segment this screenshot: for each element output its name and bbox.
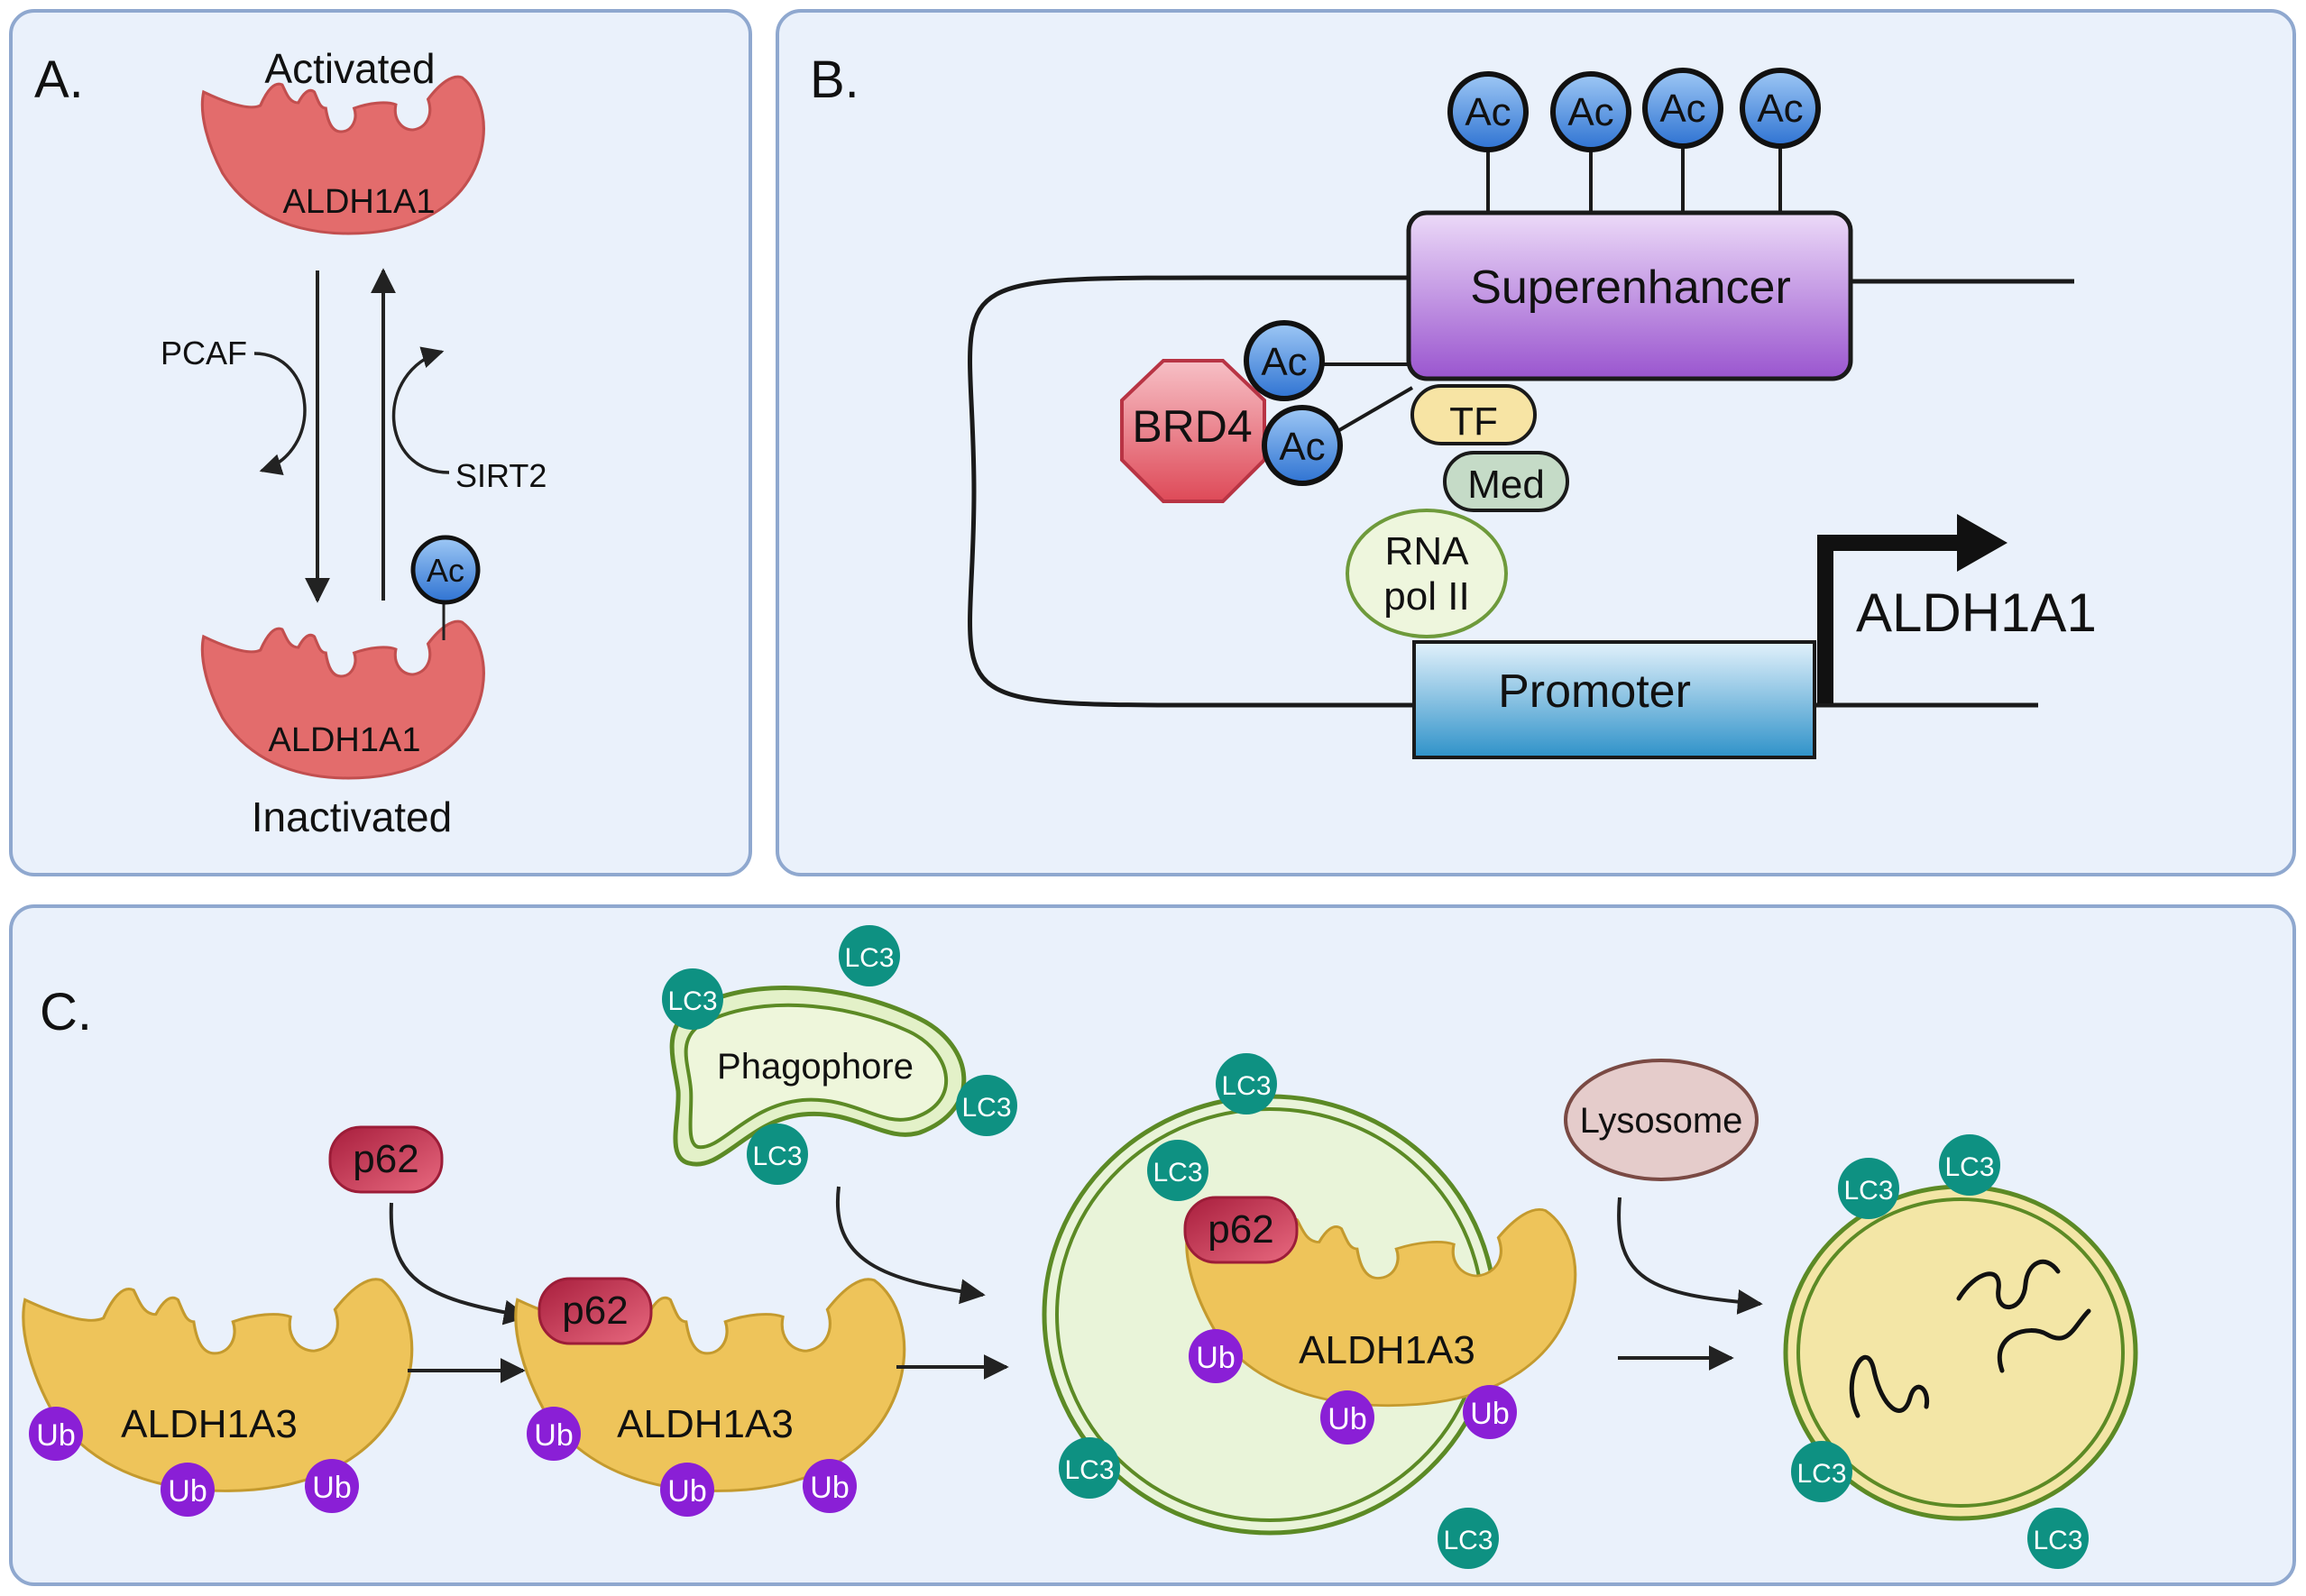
p62-bound — [537, 1277, 653, 1345]
lc3-l3: LC3 — [1796, 1459, 1846, 1489]
rna-pol-ii-label-2: pol II — [1383, 574, 1469, 619]
ub-3b: Ub — [1328, 1402, 1366, 1436]
lc3-l4: LC3 — [2033, 1526, 2082, 1555]
ac-mark-brd4-1-label: Ac — [1261, 340, 1307, 384]
lc3-p1: LC3 — [667, 986, 717, 1016]
panel-b-letter: B. — [810, 50, 859, 109]
lc3-a1: LC3 — [1221, 1071, 1271, 1101]
lysosome — [1564, 1059, 1759, 1181]
ac-mark-brd4-1 — [1244, 320, 1325, 401]
sirt2-curve-arrow — [391, 346, 450, 474]
p62-free-label: p62 — [353, 1137, 418, 1181]
degraded-fragments — [1849, 1259, 2091, 1418]
panel-b — [776, 9, 2296, 876]
dna-loop — [968, 275, 1412, 708]
ac-mark-se-2-label: Ac — [1567, 90, 1613, 134]
brd4-label: BRD4 — [1132, 401, 1252, 452]
aldh1a3-label-1: ALDH1A3 — [121, 1402, 298, 1446]
rna-pol-ii — [1346, 509, 1508, 638]
activated-label: Activated — [264, 45, 435, 92]
ac-mark-se-4 — [1740, 68, 1821, 149]
aldh1a1-activated-label: ALDH1A1 — [283, 183, 436, 221]
tss-arrow — [1817, 535, 1962, 703]
lc3-p3: LC3 — [961, 1093, 1011, 1123]
ac-mark-se-2 — [1550, 71, 1631, 152]
ac-mark-a-label: Ac — [427, 552, 464, 589]
phagophore-label: Phagophore — [717, 1047, 914, 1087]
phagophore-inner — [684, 1003, 949, 1150]
rna-pol-ii-label-1: RNA — [1385, 529, 1470, 573]
ub-1a: Ub — [36, 1418, 75, 1453]
p62-sequestered-label: p62 — [1208, 1207, 1273, 1252]
panel-a — [9, 9, 752, 876]
p62-binding-arrow — [389, 1202, 529, 1325]
lc3-a4: LC3 — [1443, 1526, 1493, 1555]
lc3-phagophore — [662, 925, 1017, 1185]
lysosome-label: Lysosome — [1580, 1101, 1743, 1141]
ub-1b: Ub — [168, 1474, 207, 1509]
mediator-pill — [1443, 451, 1569, 512]
pcaf-label: PCAF — [161, 335, 247, 371]
tss-arrowhead — [1957, 514, 2007, 572]
panel-c-letter: C. — [40, 983, 92, 1041]
sirt2-label: SIRT2 — [455, 457, 547, 494]
ac-mark-se-1-label: Ac — [1465, 90, 1511, 134]
ub-1c: Ub — [312, 1471, 351, 1505]
aldh1a3-label-2: ALDH1A3 — [617, 1402, 794, 1446]
lc3-p4: LC3 — [752, 1142, 802, 1171]
ac-mark-se-4-label: Ac — [1757, 87, 1803, 131]
promoter-box — [1412, 640, 1816, 759]
p62-free — [328, 1125, 444, 1194]
lc3-a2: LC3 — [1153, 1158, 1202, 1188]
ub-3a: Ub — [1196, 1341, 1235, 1375]
ac-mark-se-3-label: Ac — [1659, 87, 1705, 131]
p62-bound-label: p62 — [562, 1289, 628, 1333]
lysosome-arrow — [1617, 1197, 1763, 1315]
aldh1a1-inactivated-label: ALDH1A1 — [269, 721, 421, 759]
superenhancer-box — [1406, 210, 1853, 381]
tf-pill — [1410, 384, 1537, 445]
ub-2c: Ub — [810, 1471, 849, 1505]
lc3-autolysosome — [1791, 1134, 2089, 1569]
ub-2a: Ub — [534, 1418, 573, 1453]
superenhancer-label: Superenhancer — [1470, 261, 1791, 314]
autolysosome-inner — [1796, 1197, 2125, 1508]
ac-mark-brd4-2 — [1262, 405, 1343, 486]
ac-mark-brd4-2-label: Ac — [1279, 425, 1325, 469]
ac-mark-se-3 — [1642, 68, 1723, 149]
ac-mark-se-1 — [1447, 71, 1529, 152]
brd4-octagon — [1120, 359, 1266, 503]
panel-a-letter: A. — [34, 50, 84, 109]
ub-group-2 — [527, 1407, 857, 1517]
lc3-l1: LC3 — [1843, 1176, 1893, 1206]
brd4-link-2 — [1333, 386, 1414, 435]
superenhancer-ac-marks — [1447, 68, 1821, 215]
aldh1a3-label-3: ALDH1A3 — [1299, 1328, 1475, 1372]
pcaf-curve-arrow — [253, 352, 307, 476]
promoter-label: Promoter — [1498, 665, 1691, 718]
lc3-p2: LC3 — [844, 943, 894, 973]
p62-sequestered — [1183, 1196, 1299, 1264]
lc3-l2: LC3 — [1944, 1152, 1994, 1182]
tf-label: TF — [1449, 399, 1498, 444]
lc3-a3: LC3 — [1064, 1455, 1114, 1485]
gene-label: ALDH1A1 — [1856, 582, 2097, 643]
ub-group-3 — [1189, 1329, 1517, 1445]
phagophore-arrow — [835, 1186, 986, 1305]
ub-group-1 — [29, 1407, 359, 1517]
inactivated-label: Inactivated — [252, 793, 452, 840]
ub-2b: Ub — [667, 1474, 706, 1509]
mediator-label: Med — [1467, 463, 1545, 507]
lc3-autophagosome — [1059, 1053, 1499, 1569]
ac-mark-a — [410, 535, 481, 605]
ub-3c: Ub — [1470, 1397, 1509, 1431]
